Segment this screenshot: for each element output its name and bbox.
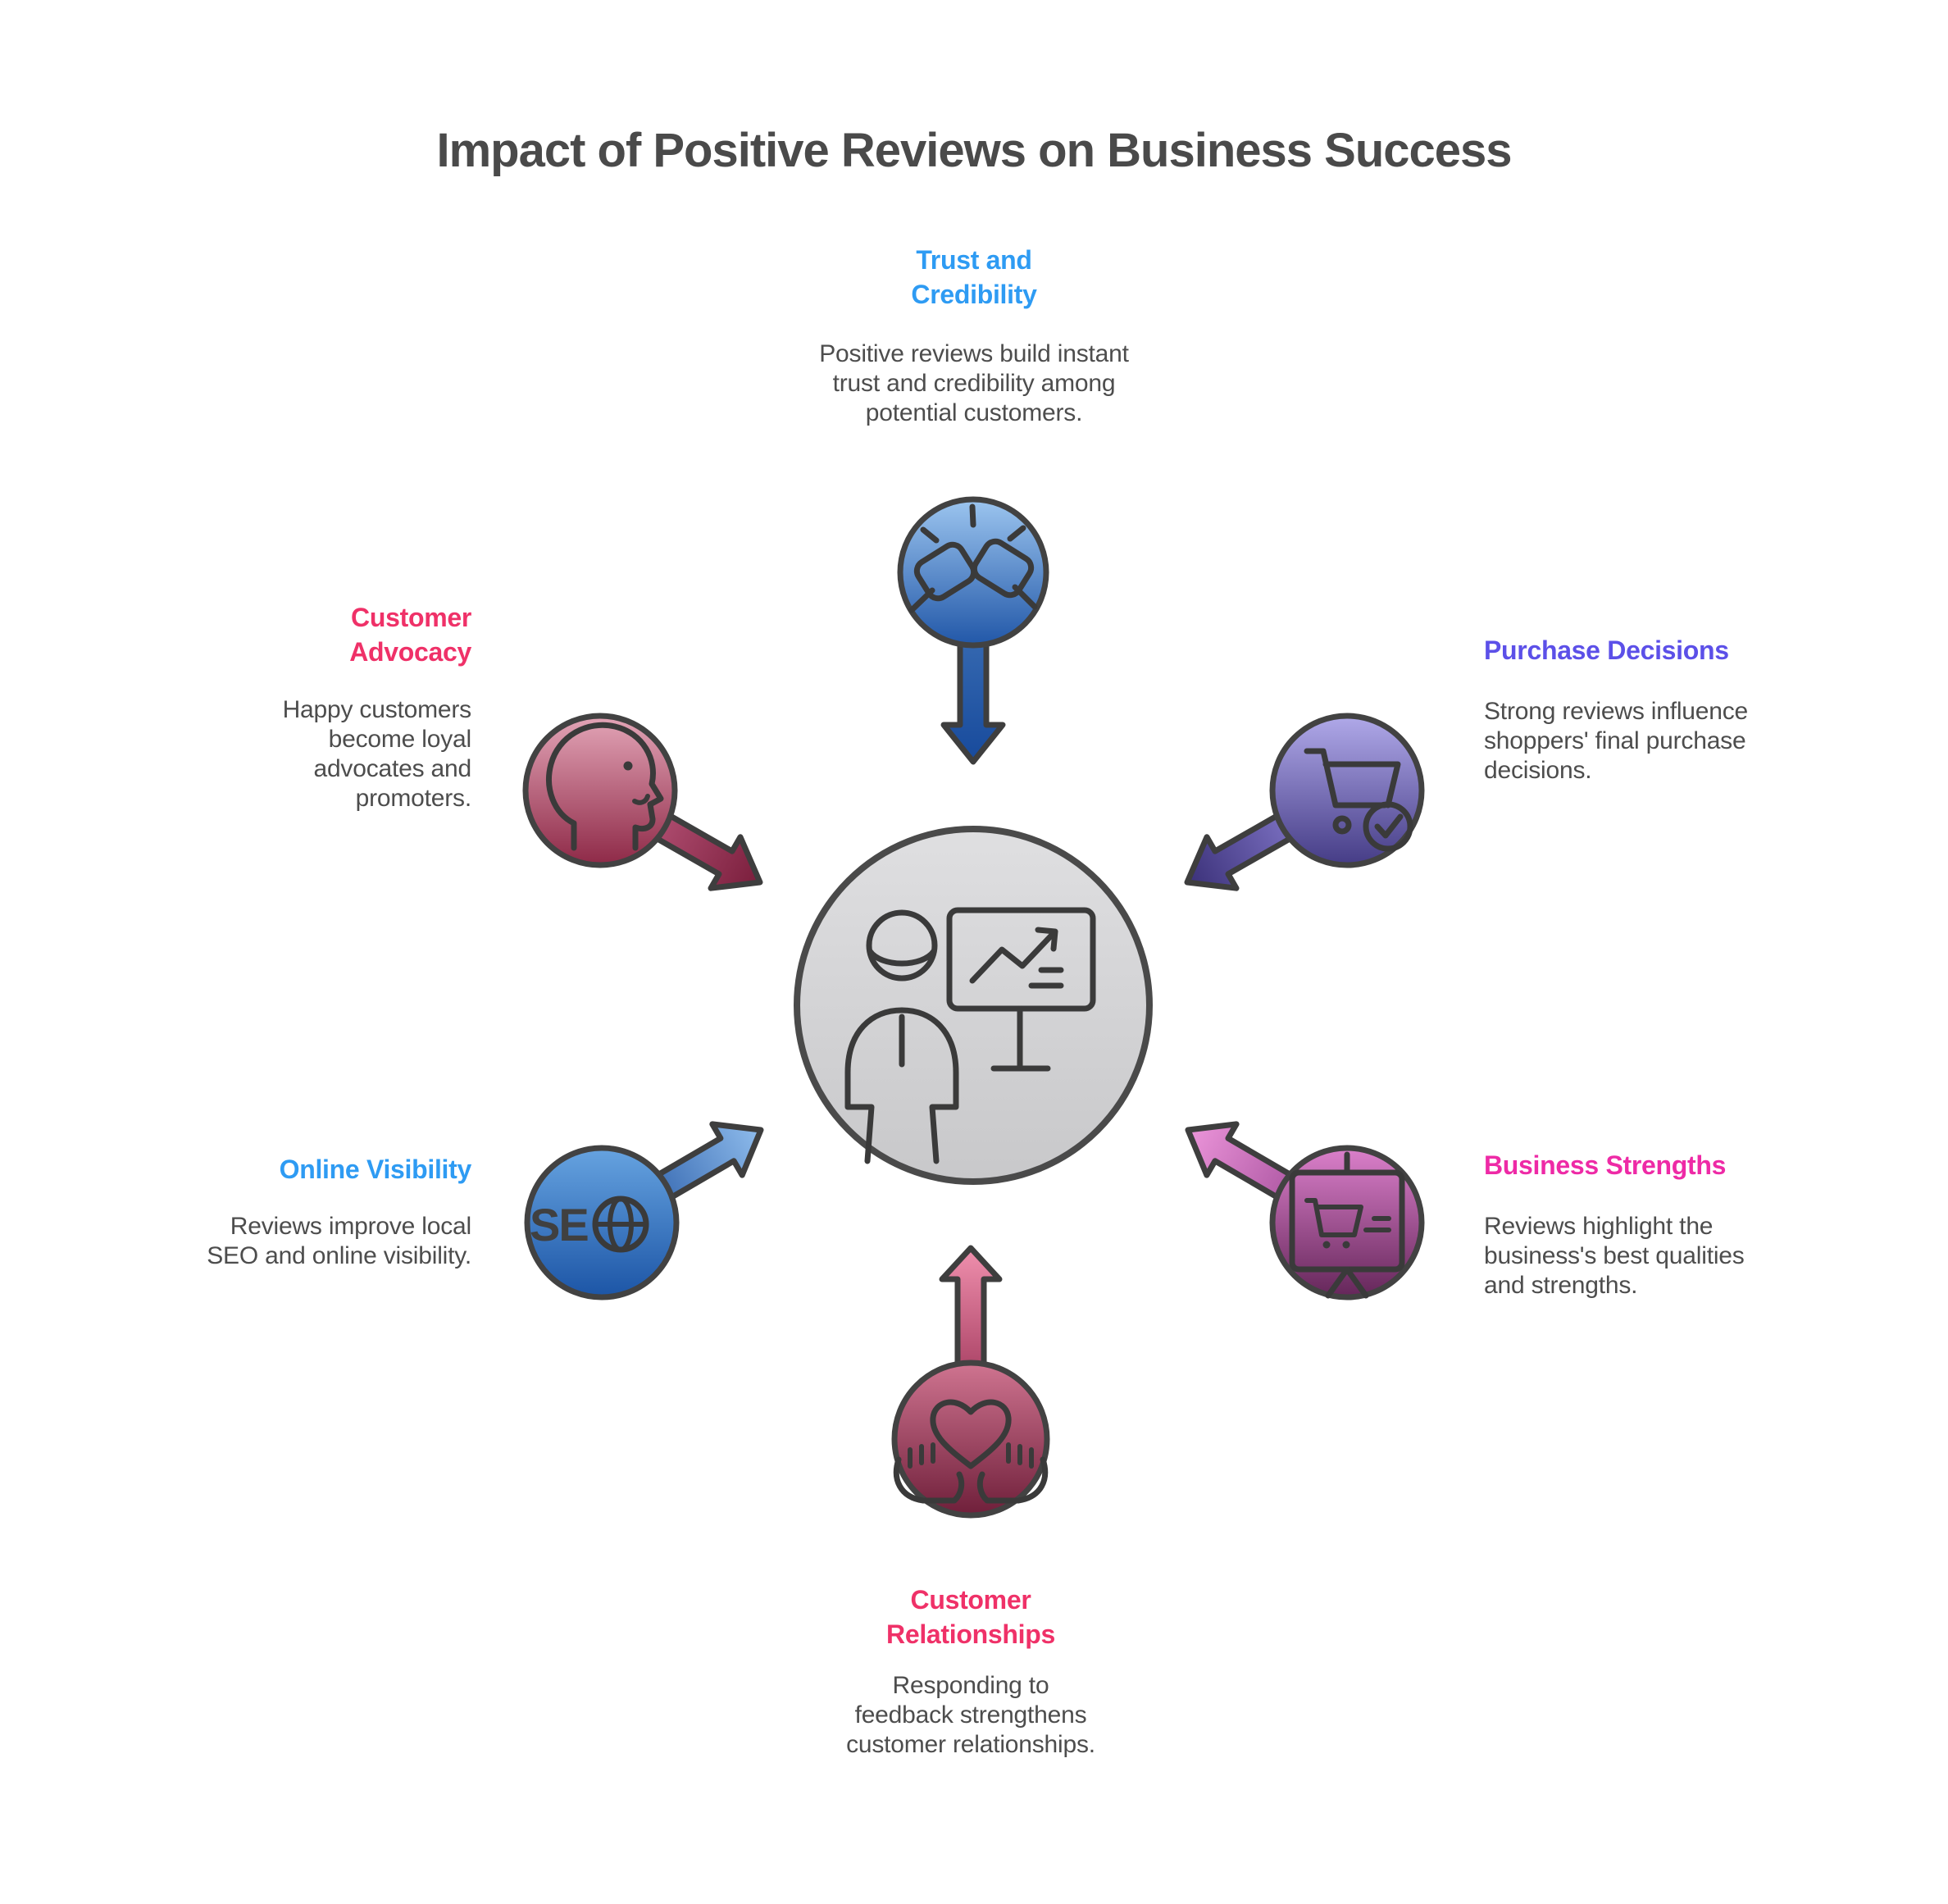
visibility-description: Reviews improve local SEO and online vis… bbox=[207, 1213, 471, 1269]
purchase-description: Strong reviews influence shoppers' final… bbox=[1484, 698, 1749, 784]
strengths-circle bbox=[1269, 1145, 1425, 1300]
visibility-arrow bbox=[649, 1121, 764, 1205]
relationships-circle bbox=[891, 1360, 1050, 1519]
advocacy-description: Happy customers become loyal advocates a… bbox=[282, 696, 472, 812]
relationships-description: Responding to feedback strengthens custo… bbox=[846, 1672, 1095, 1758]
advocacy-heading: Customer Advocacy bbox=[349, 603, 471, 667]
center-node-graphic bbox=[794, 826, 1153, 1185]
heart-hands-icon bbox=[893, 1399, 1049, 1504]
strengths-node-graphic bbox=[1185, 1121, 1425, 1300]
relationships-heading: Customer Relationships bbox=[886, 1585, 1055, 1650]
presentation-cart-icon bbox=[1289, 1151, 1405, 1299]
cart-check-icon bbox=[1304, 748, 1413, 852]
visibility-heading: Online Visibility bbox=[279, 1155, 472, 1184]
seo-icon-text: SE bbox=[530, 1199, 588, 1250]
advocacy-arrow bbox=[647, 809, 763, 891]
purchase-heading: Purchase Decisions bbox=[1484, 635, 1729, 665]
trust-description: Positive reviews build instant trust and… bbox=[819, 340, 1129, 426]
strengths-arrow bbox=[1185, 1121, 1300, 1205]
head-profile-icon bbox=[546, 722, 664, 851]
trust-heading: Trust and Credibility bbox=[911, 245, 1037, 310]
presenter-chart-icon bbox=[844, 907, 1096, 1164]
center-circle bbox=[794, 826, 1153, 1185]
relationships-node-graphic bbox=[891, 1245, 1050, 1519]
page-title: Impact of Positive Reviews on Business S… bbox=[436, 124, 1512, 177]
advocacy-node-graphic bbox=[522, 713, 763, 891]
strengths-heading: Business Strengths bbox=[1484, 1150, 1727, 1180]
trust-node-graphic bbox=[897, 496, 1049, 765]
fist-bump-icon bbox=[908, 503, 1038, 613]
seo-globe-icon: SE bbox=[530, 1196, 649, 1253]
visibility-node-graphic: SE bbox=[524, 1121, 764, 1300]
purchase-arrow bbox=[1184, 809, 1300, 891]
purchase-node-graphic bbox=[1184, 713, 1425, 891]
trust-arrow bbox=[940, 628, 1006, 765]
strengths-description: Reviews highlight the business's best qu… bbox=[1484, 1213, 1745, 1299]
